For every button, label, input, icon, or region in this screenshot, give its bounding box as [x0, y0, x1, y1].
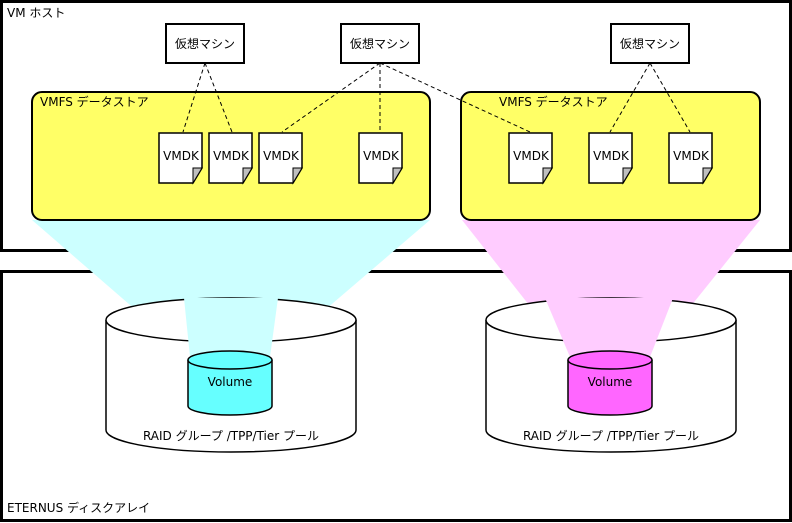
eternus-label: ETERNUS ディスクアレイ	[7, 500, 150, 515]
virtual-machine-label: 仮想マシン	[620, 36, 680, 51]
vmdk-label: VMDK	[593, 149, 630, 163]
volume-right-label: Volume	[588, 375, 633, 389]
connectors	[182, 62, 691, 133]
vmdk-6: VMDK	[588, 132, 633, 185]
virtual-machine-label: 仮想マシン	[350, 36, 410, 51]
virtual-machine-3: 仮想マシン	[610, 23, 690, 64]
volume-left: Volume	[187, 350, 273, 416]
projection-left	[32, 220, 430, 357]
datastore-left-label: VMFS データストア	[40, 94, 149, 109]
connector	[182, 62, 206, 133]
volume-right: Volume	[567, 350, 653, 416]
vmdk-5: VMDK	[508, 132, 553, 185]
projection-right	[462, 220, 760, 357]
connector	[281, 62, 381, 133]
vmdk-3: VMDK	[258, 132, 303, 185]
volume-left-label: Volume	[208, 375, 253, 389]
vmdk-label: VMDK	[363, 149, 400, 163]
vmdk-label: VMDK	[673, 149, 710, 163]
virtual-machine-1: 仮想マシン	[165, 23, 245, 64]
connector	[609, 62, 651, 133]
vmdk-2: VMDK	[208, 132, 253, 185]
vmdk-1: VMDK	[158, 132, 203, 185]
vmdk-label: VMDK	[263, 149, 300, 163]
vmdk-label: VMDK	[213, 149, 250, 163]
virtual-machine-2: 仮想マシン	[340, 23, 420, 64]
vmdk-4: VMDK	[358, 132, 403, 185]
connector	[204, 62, 233, 133]
vmdk-label: VMDK	[163, 149, 200, 163]
pool-right-label: RAID グループ /TPP/Tier プール	[523, 429, 699, 443]
vmdk-label: VMDK	[513, 149, 550, 163]
vm-host-label: VM ホスト	[7, 6, 65, 20]
connector	[649, 62, 691, 133]
datastore-right-label: VMFS データストア	[499, 94, 608, 109]
virtual-machine-label: 仮想マシン	[175, 36, 235, 51]
vmdk-7: VMDK	[668, 132, 713, 185]
pool-left-label: RAID グループ /TPP/Tier プール	[143, 429, 319, 443]
